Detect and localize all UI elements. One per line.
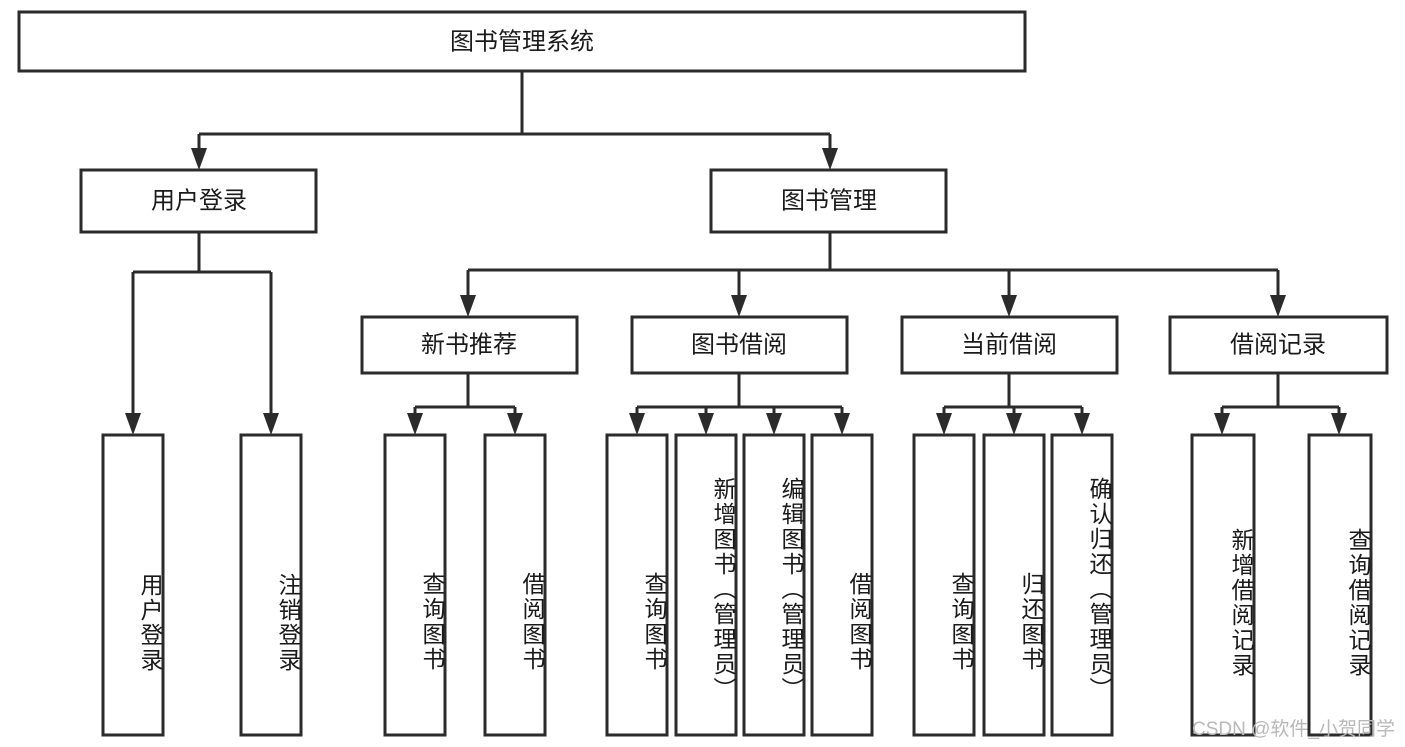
arrow-head-leaf-user-login: [125, 413, 141, 435]
arrow-head-user-login: [191, 148, 207, 170]
arrow-head-book-management: [822, 148, 838, 170]
node-leaf-add-book[interactable]: [674, 433, 738, 737]
node-new-book-recommend-label: 新书推荐: [421, 331, 517, 358]
node-leaf-query-book-1[interactable]: [383, 433, 447, 737]
node-current-borrow[interactable]: [900, 315, 1119, 375]
arrow-head-leaf-edit-book: [766, 413, 782, 435]
node-leaf-borrow-book-2[interactable]: [810, 433, 874, 737]
arrow-head-book-borrow: [731, 295, 747, 317]
node-new-book-recommend[interactable]: [360, 315, 579, 375]
node-leaf-borrow-book-1[interactable]: [483, 433, 547, 737]
arrow-head-leaf-query-book-2: [629, 413, 645, 435]
node-leaf-confirm-return[interactable]: [1050, 433, 1114, 737]
node-book-management-label: 图书管理: [781, 187, 877, 214]
node-leaf-user-login[interactable]: [101, 433, 165, 737]
arrow-head-leaf-add-book: [698, 413, 714, 435]
node-current-borrow-label: 当前借阅: [961, 331, 1057, 358]
node-leaf-edit-book[interactable]: [742, 433, 806, 737]
arrow-head-leaf-user-logout: [263, 413, 279, 435]
arrow-head-leaf-borrow-book-2: [834, 413, 850, 435]
node-user-login-label: 用户登录: [151, 187, 247, 214]
node-leaf-return-book[interactable]: [982, 433, 1046, 737]
arrow-head-borrow-record: [1270, 295, 1286, 317]
arrow-head-leaf-query-book-3: [936, 413, 952, 435]
arrow-head-leaf-confirm-return: [1074, 413, 1090, 435]
arrow-head-leaf-query-book-1: [407, 413, 423, 435]
node-layer: 图书管理系统 用户登录 图书管理 新书推荐 图书借阅 当前借阅 借阅记录: [17, 10, 1389, 737]
node-leaf-query-record[interactable]: [1307, 433, 1373, 737]
arrow-head-leaf-return-book: [1006, 413, 1022, 435]
node-borrow-record[interactable]: [1168, 315, 1389, 375]
node-user-login[interactable]: [79, 168, 318, 234]
node-root-label: 图书管理系统: [450, 28, 594, 55]
connector-layer: [125, 71, 1347, 435]
node-root[interactable]: [17, 10, 1027, 73]
node-leaf-query-book-2[interactable]: [605, 433, 669, 737]
watermark-text: CSDN @软件_小贺同学: [1192, 719, 1395, 740]
node-book-management[interactable]: [709, 168, 948, 234]
arrow-head-leaf-query-record: [1331, 413, 1347, 435]
node-borrow-record-label: 借阅记录: [1230, 331, 1326, 358]
node-book-borrow[interactable]: [630, 315, 849, 375]
node-leaf-user-logout[interactable]: [239, 433, 303, 737]
arrow-head-new-book-recommend: [460, 295, 476, 317]
arrow-head-leaf-borrow-book-1: [507, 413, 523, 435]
node-leaf-query-book-3[interactable]: [912, 433, 976, 737]
node-leaf-add-record[interactable]: [1190, 433, 1256, 737]
arrow-head-leaf-add-record: [1214, 413, 1230, 435]
arrow-head-current-borrow: [1001, 295, 1017, 317]
node-book-borrow-label: 图书借阅: [691, 331, 787, 358]
